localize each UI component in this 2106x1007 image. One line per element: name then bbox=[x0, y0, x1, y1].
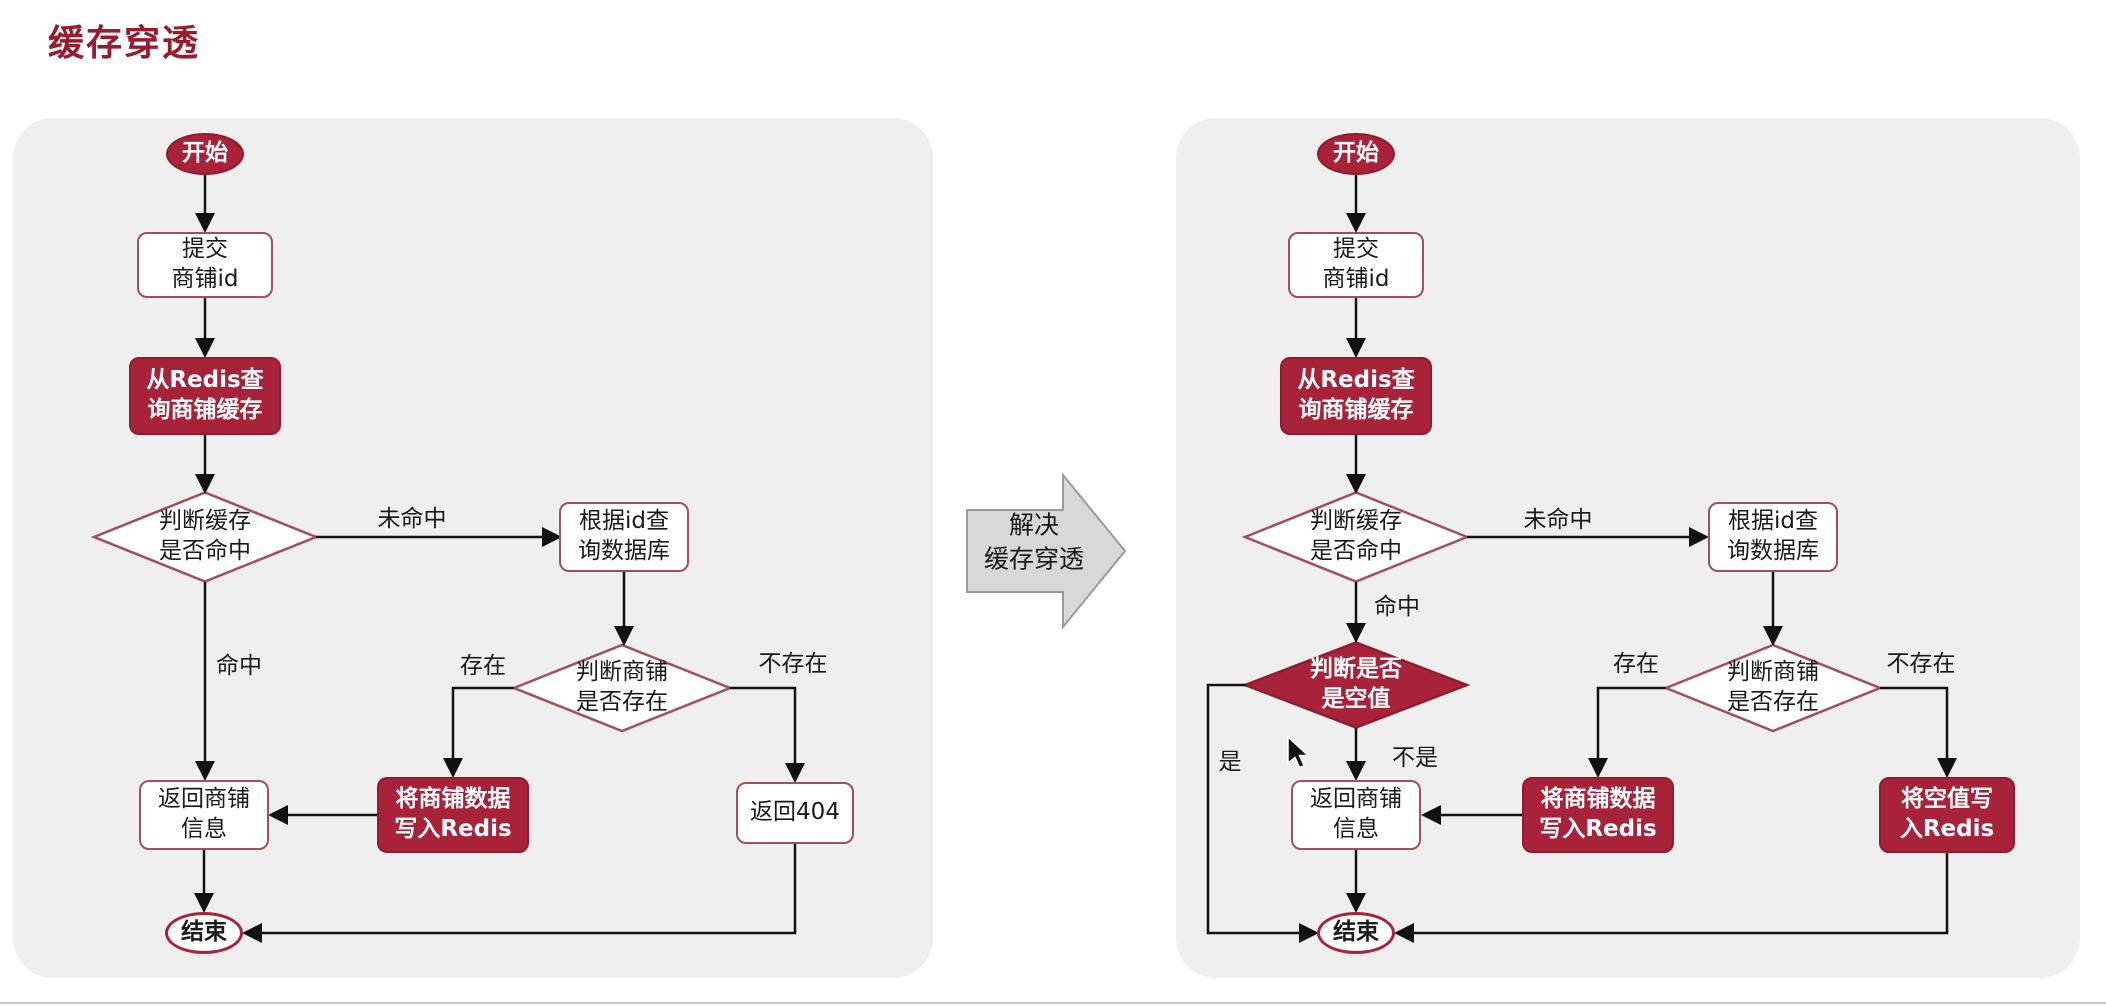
left-node-return-404: 返回404 bbox=[736, 782, 854, 844]
right-node-query-redis: 从Redis查 询商铺缓存 bbox=[1280, 357, 1432, 435]
left-node-write-shop-to-redis: 将商铺数据 写入Redis bbox=[377, 777, 529, 853]
right-node-cache-hit-decision: 判断缓存 是否命中 bbox=[1310, 508, 1402, 564]
right-edge-label-exists: 存在 bbox=[1613, 651, 1659, 677]
page-title: 缓存穿透 bbox=[48, 23, 201, 64]
left-node-query-redis: 从Redis查 询商铺缓存 bbox=[129, 357, 281, 435]
left-node-submit-shop-id: 提交 商铺id bbox=[137, 232, 273, 298]
left-node-shop-exists-decision: 判断商铺 是否存在 bbox=[576, 659, 668, 715]
left-node-query-db: 根据id查 询数据库 bbox=[559, 502, 689, 572]
right-edge-label-no: 不是 bbox=[1392, 745, 1438, 771]
right-node-query-db: 根据id查 询数据库 bbox=[1708, 502, 1838, 572]
left-node-return-shop-info: 返回商铺 信息 bbox=[139, 780, 269, 850]
transition-arrow-label: 解决 缓存穿透 bbox=[983, 510, 1085, 573]
right-node-write-shop-to-redis: 将商铺数据 写入Redis bbox=[1522, 777, 1674, 853]
right-node-end: 结束 bbox=[1317, 912, 1395, 954]
right-edge-label-yes: 是 bbox=[1218, 749, 1242, 775]
right-edge-label-hit: 命中 bbox=[1374, 594, 1420, 620]
right-edge-label-not-exists: 不存在 bbox=[1886, 651, 1956, 677]
right-node-return-shop-info: 返回商铺 信息 bbox=[1291, 780, 1421, 850]
left-edge-label-exists: 存在 bbox=[460, 653, 506, 679]
bottom-divider bbox=[0, 1002, 2106, 1004]
left-edge-label-miss: 未命中 bbox=[377, 506, 447, 532]
right-node-shop-exists-decision: 判断商铺 是否存在 bbox=[1727, 659, 1819, 715]
left-edge-label-hit: 命中 bbox=[216, 653, 262, 679]
right-node-null-check-decision: 判断是否 是空值 bbox=[1310, 656, 1402, 712]
left-node-cache-hit-decision: 判断缓存 是否命中 bbox=[159, 508, 251, 564]
left-node-end: 结束 bbox=[165, 912, 243, 954]
left-node-start: 开始 bbox=[166, 133, 244, 175]
right-edge-label-miss: 未命中 bbox=[1523, 507, 1593, 533]
right-node-start: 开始 bbox=[1317, 133, 1395, 175]
right-node-write-null-to-redis: 将空值写 入Redis bbox=[1879, 777, 2015, 853]
right-node-submit-shop-id: 提交 商铺id bbox=[1288, 232, 1424, 298]
left-edge-label-not-exists: 不存在 bbox=[758, 651, 828, 677]
